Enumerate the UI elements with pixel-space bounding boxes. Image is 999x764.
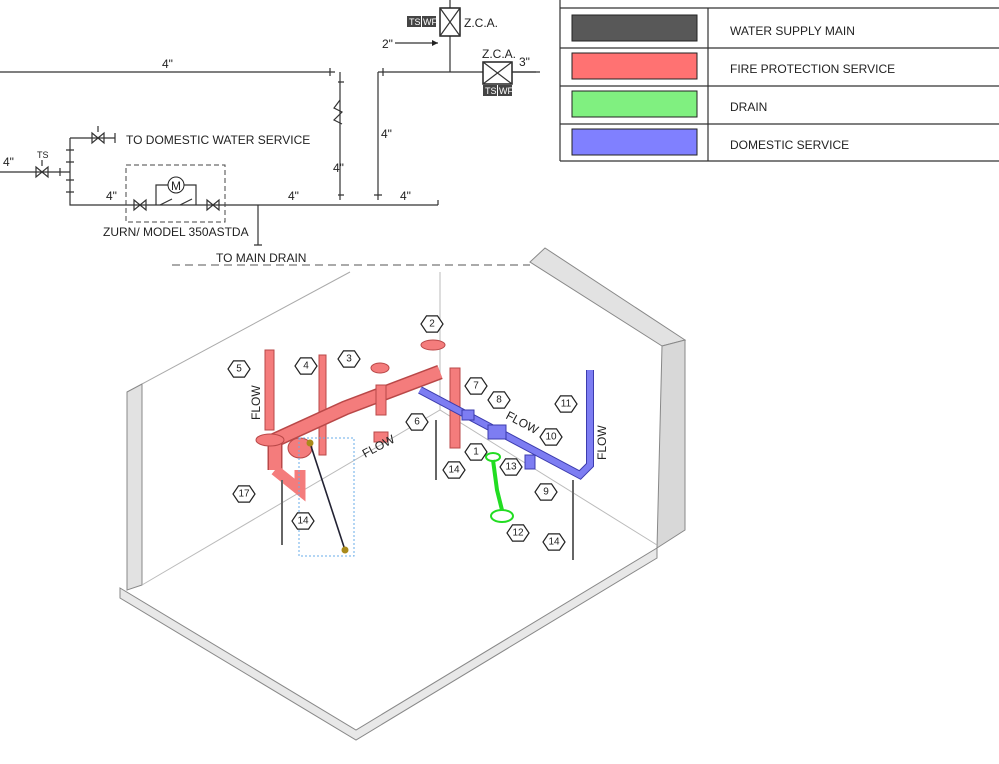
domestic-piping (418, 370, 594, 480)
flow-label: FLOW (249, 385, 263, 420)
hexagon-icon (405, 413, 429, 431)
callout-7: 7 (464, 377, 488, 395)
pipe-size-label: 3" (519, 55, 530, 69)
legend-swatch (571, 128, 698, 156)
callout-8: 8 (487, 391, 511, 409)
tamper-switch-tag: TS (409, 17, 421, 27)
pipe-size-label: 4" (106, 189, 117, 203)
model-label: ZURN/ MODEL 350ASTDA (103, 225, 249, 239)
flow-label: FLOW (595, 425, 609, 460)
pipe-size-label: 4" (381, 127, 392, 141)
legend-label: WATER SUPPLY MAIN (730, 24, 855, 38)
to-main-drain-label: TO MAIN DRAIN (216, 251, 306, 265)
callout-number: 13 (505, 462, 517, 473)
pipe-size-label: 4" (3, 155, 14, 169)
meter-icon: M (171, 179, 181, 193)
legend-label: FIRE PROTECTION SERVICE (730, 62, 895, 76)
pipe-size-label: 4" (288, 189, 299, 203)
zca-lower: Z.C.A. TS WF 3" (482, 47, 540, 96)
hexagon-icon (232, 485, 256, 503)
pipe-size-label: 4" (400, 189, 411, 203)
pipe-size-label: 4" (162, 57, 173, 71)
hexagon-icon (337, 350, 361, 368)
hexagon-icon (464, 443, 488, 461)
callout-14: 14 (291, 512, 315, 530)
callout-number: 12 (512, 528, 524, 539)
legend-label: DOMESTIC SERVICE (730, 138, 849, 152)
callout-number: 1 (473, 447, 479, 458)
supports (281, 420, 574, 560)
hexagon-icon (554, 395, 578, 413)
hexagon-icon (539, 428, 563, 446)
hexagon-icon (499, 458, 523, 476)
callout-5: 5 (227, 360, 251, 378)
drain-piping (485, 452, 514, 523)
callout-number: 14 (297, 516, 309, 527)
zca-upper: TS WF Z.C.A. 2" (382, 7, 498, 51)
pipe-size-label: 2" (382, 37, 393, 51)
hexagon-icon (487, 391, 511, 409)
legend-item-drain: DRAIN (571, 90, 767, 118)
fire-protection-piping (255, 339, 461, 502)
callout-17: 17 (232, 485, 256, 503)
callout-14: 14 (442, 461, 466, 479)
callout-number: 2 (429, 319, 435, 330)
hexagon-icon (420, 315, 444, 333)
callout-9: 9 (534, 483, 558, 501)
room-isometric (119, 247, 687, 741)
flow-switch-arm (298, 437, 355, 557)
callout-12: 12 (506, 524, 530, 542)
callout-number: 3 (346, 354, 352, 365)
hexagon-icon (442, 461, 466, 479)
hexagon-icon (464, 377, 488, 395)
callout-number: 9 (543, 487, 549, 498)
zca-label: Z.C.A. (482, 47, 516, 61)
legend-item-water-supply-main: WATER SUPPLY MAIN (571, 14, 855, 42)
pipe-size-label: 4" (333, 161, 344, 175)
legend-table: WATER SUPPLY MAIN FIRE PROTECTION SERVIC… (559, 0, 999, 162)
tamper-switch-tag: TS (485, 86, 497, 96)
legend-item-domestic: DOMESTIC SERVICE (571, 128, 849, 156)
tamper-switch-label: TS (37, 150, 49, 160)
legend-label: DRAIN (730, 100, 767, 114)
hexagon-icon (294, 357, 318, 375)
piping-schematic: 4" 4" 4" TS WF Z.C.A. 2" Z.C.A. TS WF 3"… (0, 0, 540, 265)
waterflow-tag: WF (423, 17, 437, 27)
legend-swatch (571, 14, 698, 42)
hexagon-icon (506, 524, 530, 542)
callout-number: 5 (236, 364, 242, 375)
callout-number: 14 (548, 537, 560, 548)
callout-4: 4 (294, 357, 318, 375)
legend-swatch (571, 52, 698, 80)
callout-13: 13 (499, 458, 523, 476)
to-domestic-label: TO DOMESTIC WATER SERVICE (126, 133, 310, 147)
hexagon-icon (227, 360, 251, 378)
callout-number: 14 (448, 465, 460, 476)
callout-2: 2 (420, 315, 444, 333)
waterflow-tag: WF (499, 86, 513, 96)
callout-3: 3 (337, 350, 361, 368)
zca-label: Z.C.A. (464, 16, 498, 30)
callout-number: 8 (496, 395, 502, 406)
callout-6: 6 (405, 413, 429, 431)
legend-swatch (571, 90, 698, 118)
callout-number: 6 (414, 417, 420, 428)
backflow-preventer-assembly: M (125, 164, 226, 223)
callout-1: 1 (464, 443, 488, 461)
callout-14: 14 (542, 533, 566, 551)
callout-number: 17 (238, 489, 250, 500)
hexagon-icon (534, 483, 558, 501)
callout-number: 7 (473, 381, 479, 392)
callout-number: 10 (545, 432, 557, 443)
legend-item-fire-protection: FIRE PROTECTION SERVICE (571, 52, 895, 80)
hexagon-icon (542, 533, 566, 551)
callout-number: 4 (303, 361, 309, 372)
callout-11: 11 (554, 395, 578, 413)
callout-number: 11 (561, 399, 572, 410)
hexagon-icon (291, 512, 315, 530)
callout-10: 10 (539, 428, 563, 446)
